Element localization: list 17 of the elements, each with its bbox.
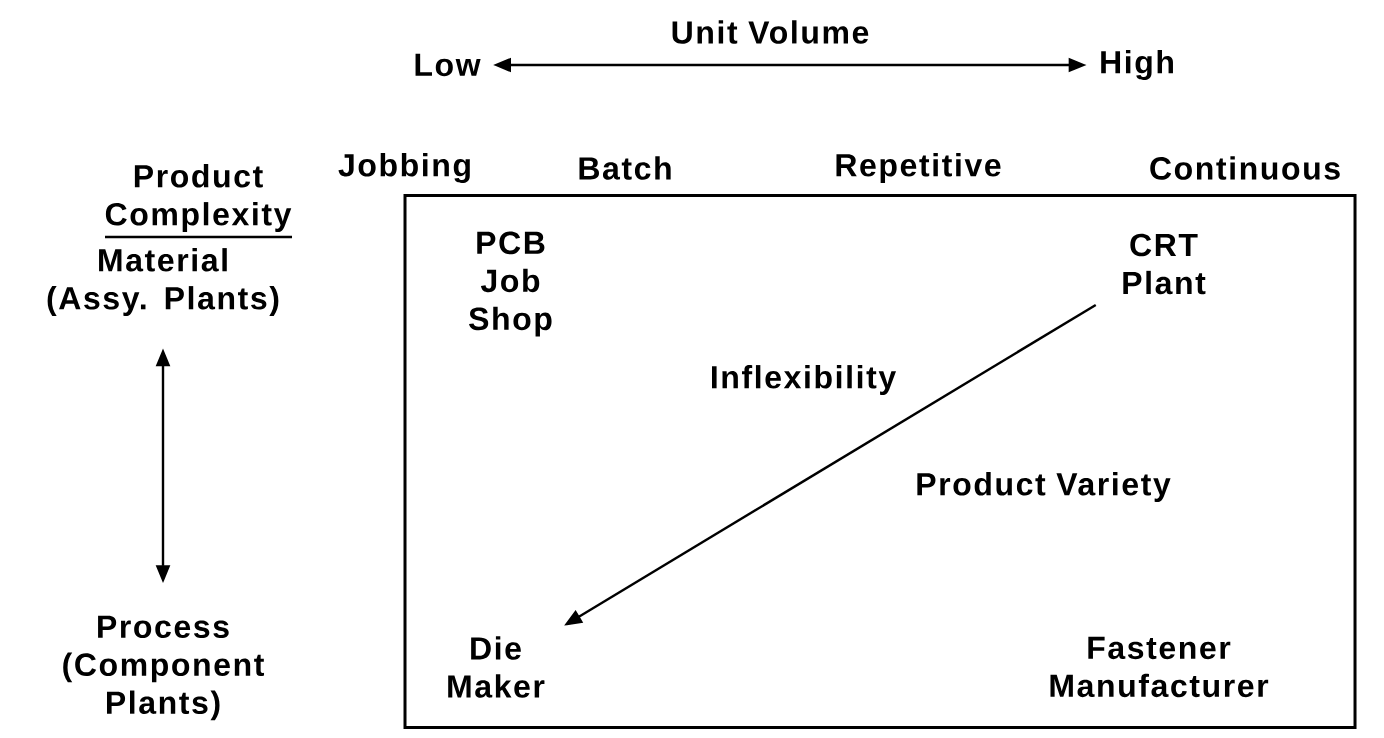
column-heading: Batch — [579, 156, 671, 180]
axis-end-label: Low — [415, 53, 481, 77]
column-heading: Jobbing — [338, 153, 470, 183]
axis-end-label: Material (Assy. Plants) — [47, 248, 279, 316]
plant-label: CRT Plant — [1123, 233, 1206, 295]
axis-end-label: High — [1101, 50, 1173, 80]
trend-label: Inflexibility — [712, 365, 896, 395]
column-heading: Repetitive — [836, 153, 1001, 183]
axis-heading: Product Complexity — [105, 164, 292, 232]
axis-label: Unit Volume — [672, 20, 869, 44]
axis-end-label: Process (Component Plants) — [63, 615, 264, 721]
frame-box — [403, 194, 1357, 729]
plant-label: PCB Job Shop — [469, 231, 552, 337]
plant-label: Die Maker — [448, 636, 545, 698]
plant-label: Fastener Manufacturer — [1050, 636, 1269, 698]
trend-label: Product Variety — [917, 472, 1171, 502]
column-heading: Continuous — [1150, 156, 1340, 180]
